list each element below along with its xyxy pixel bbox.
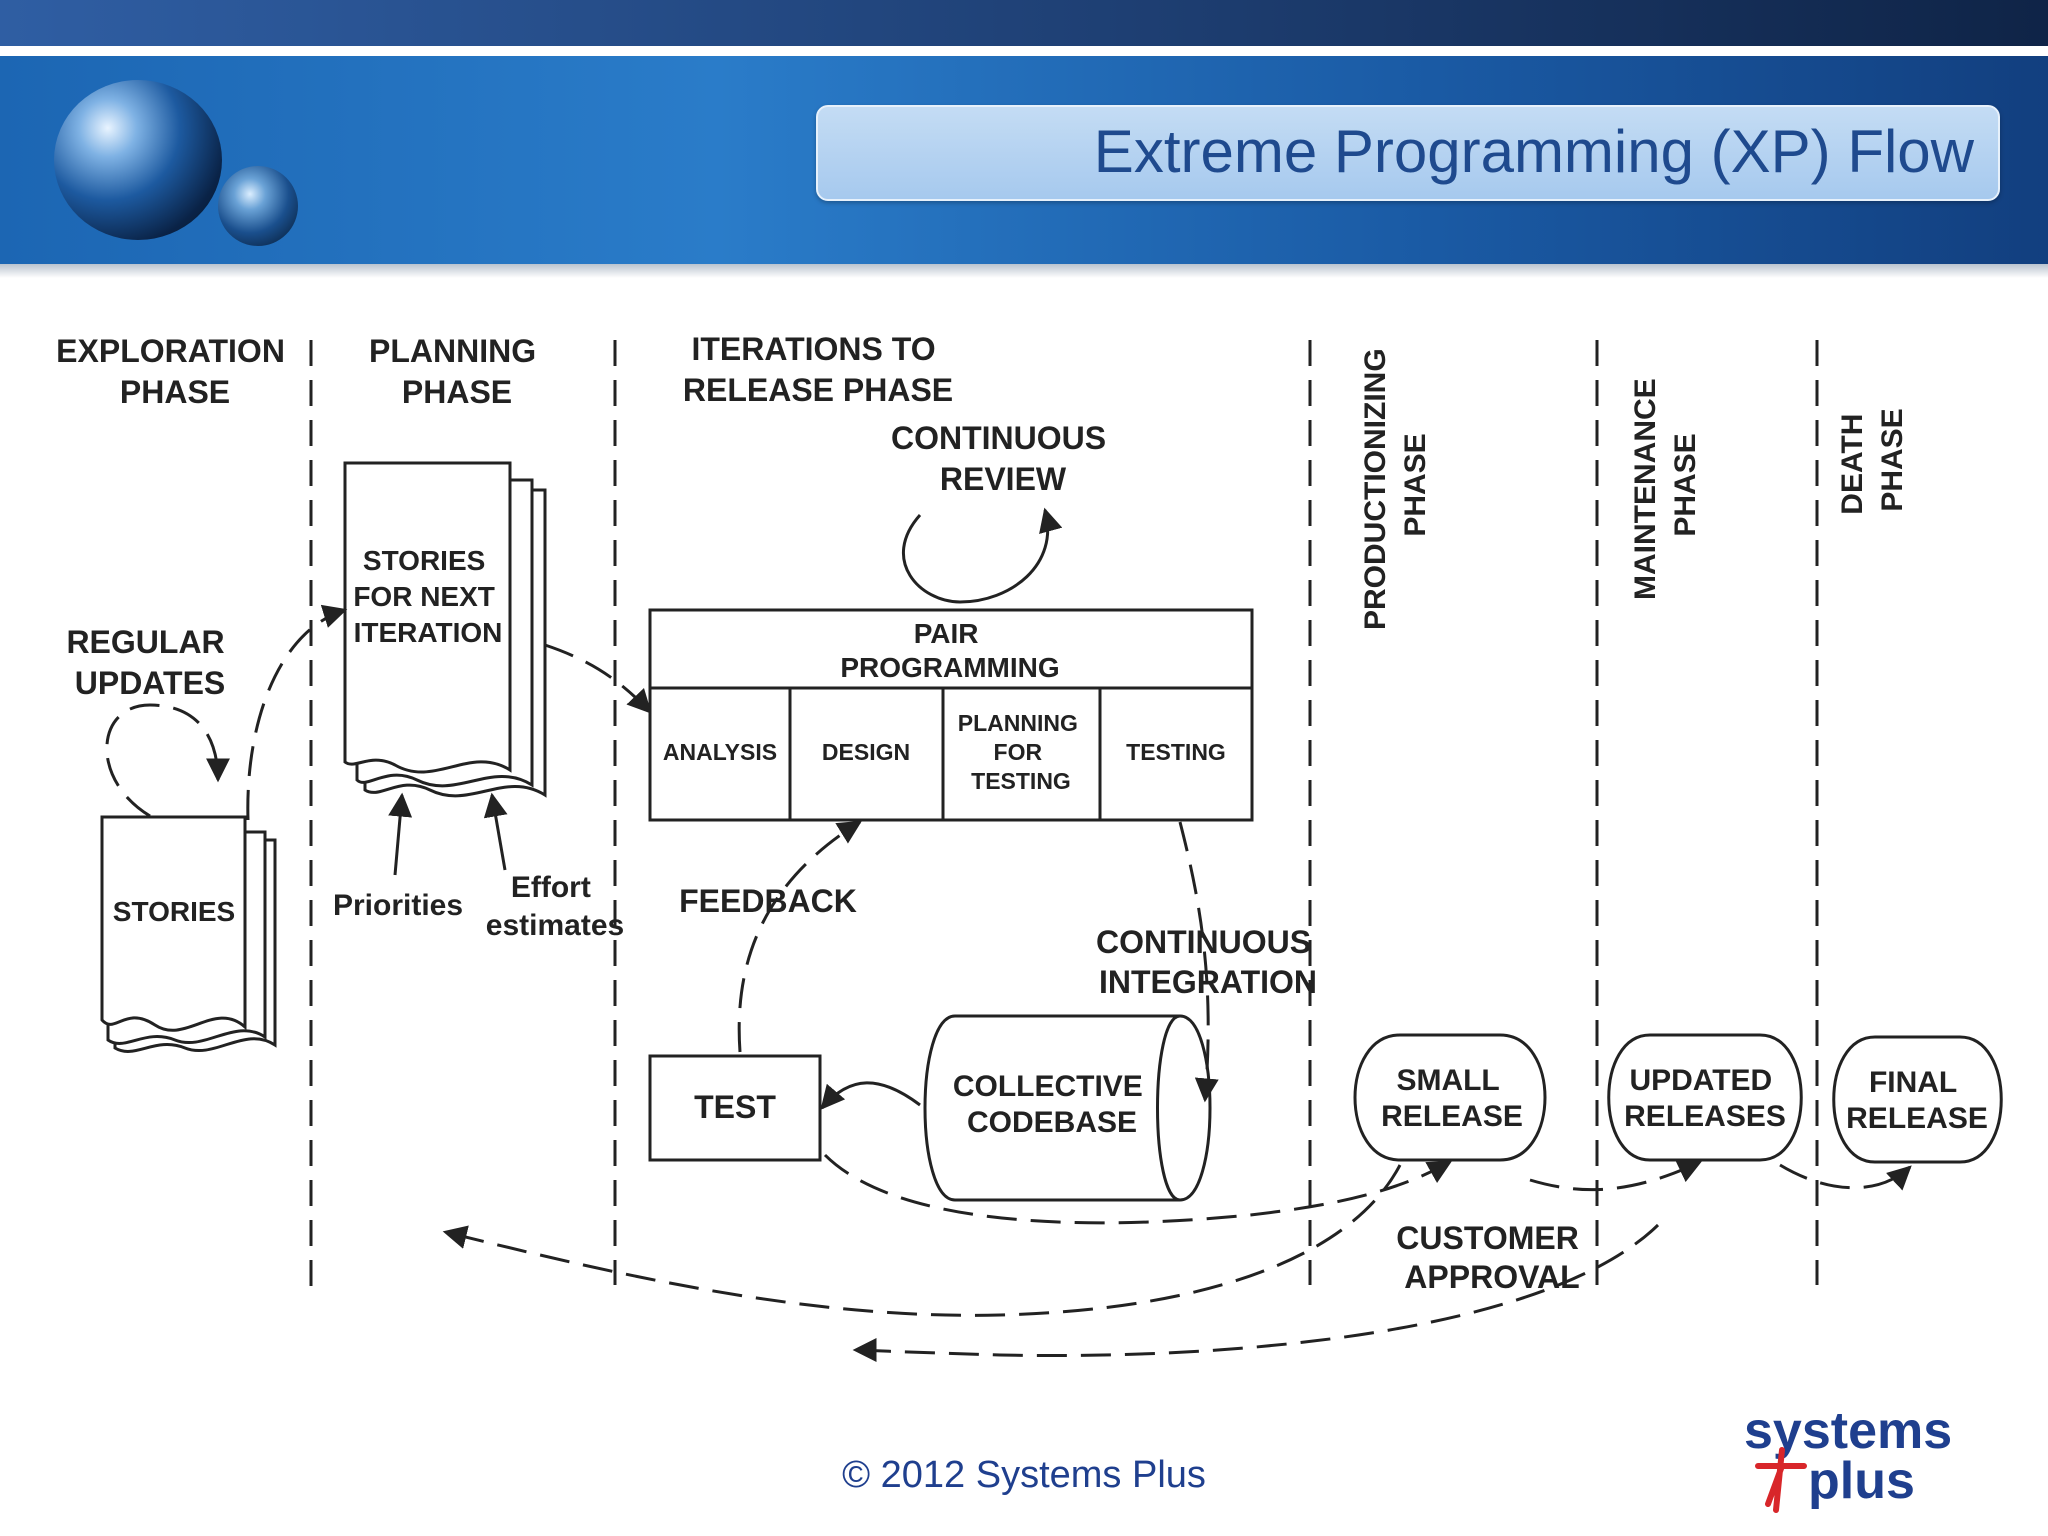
svg-text:systems: systems xyxy=(1744,1402,1952,1460)
planning-phase-label: PLANNING PHASE xyxy=(369,333,545,410)
priorities-arrow xyxy=(388,792,413,876)
priorities-label: Priorities xyxy=(333,889,463,922)
stories-next-label: STORIES FOR NEXT ITERATION xyxy=(353,545,502,648)
updated-releases-bubble xyxy=(1607,1033,1803,1162)
analysis-box xyxy=(648,686,792,822)
updated-releases-label: UPDATED RELEASES xyxy=(1624,1064,1786,1133)
stories-label: STORIES xyxy=(113,896,235,927)
globe-large-icon xyxy=(54,80,222,240)
xp-flow-diagram: EXPLORATION PHASE PLANNING PHASE ITERATI… xyxy=(56,331,2003,1363)
svg-text:plus: plus xyxy=(1808,1452,1915,1510)
pair-programming-box xyxy=(648,608,1254,690)
top-strip xyxy=(0,0,2048,46)
continuous-review-loop xyxy=(901,507,1063,604)
exploration-phase-label: EXPLORATION PHASE xyxy=(56,333,294,410)
divider-line xyxy=(0,46,2048,56)
stories-to-planning-arrow xyxy=(246,604,348,821)
regular-updates-loop xyxy=(105,703,230,818)
systems-plus-logo: systems plus xyxy=(1744,1402,1952,1513)
regular-updates-label: REGULAR UPDATES xyxy=(66,624,233,701)
continuous-integration-arrow xyxy=(1178,821,1219,1103)
productionizing-phase-label: PRODUCTIONIZING PHASE xyxy=(1359,340,1432,630)
small-release-bubble xyxy=(1353,1033,1547,1162)
slide-title: Extreme Programming (XP) Flow xyxy=(1093,118,1974,185)
codebase-cylinder-edge xyxy=(1156,1014,1181,1202)
effort-label: Effort estimates xyxy=(486,871,624,942)
design-label: DESIGN xyxy=(822,739,910,765)
continuous-integration-label: CONTINUOUS INTEGRATION xyxy=(1096,924,1320,1000)
collective-codebase-label: COLLECTIVE CODEBASE xyxy=(953,1070,1151,1139)
planning-to-iteration-arrow xyxy=(544,643,652,714)
continuous-review-label: CONTINUOUS REVIEW xyxy=(891,420,1115,497)
iterations-phase-label: ITERATIONS TO RELEASE PHASE xyxy=(683,331,953,408)
analysis-label: ANALYSIS xyxy=(663,739,777,765)
maintenance-phase-label: MAINTENANCE PHASE xyxy=(1629,370,1702,600)
pair-programming-label: PAIR PROGRAMMING xyxy=(840,618,1059,683)
globe-small-icon xyxy=(218,166,298,246)
copyright-footer: © 2012 Systems Plus xyxy=(842,1454,1206,1496)
death-phase-label: DEATH PHASE xyxy=(1836,405,1909,514)
small-to-updated-arrow xyxy=(1529,1160,1703,1192)
banner-shadow xyxy=(0,264,2048,278)
testing-box xyxy=(1098,686,1254,822)
planning-for-testing-label: PLANNING FOR TESTING xyxy=(958,710,1085,794)
codebase-to-test-arrow xyxy=(820,1081,921,1110)
feedback-arrow xyxy=(737,820,863,1053)
feedback-label: FEEDBACK xyxy=(679,883,857,919)
return-to-planning-arrow xyxy=(442,1164,1402,1317)
customer-approval-label: CUSTOMER APPROVAL xyxy=(1396,1220,1587,1295)
updated-to-final-arrow xyxy=(1779,1163,1912,1191)
test-label: TEST xyxy=(694,1089,776,1125)
small-release-label: SMALL RELEASE xyxy=(1381,1064,1523,1133)
final-release-bubble xyxy=(1832,1035,2003,1164)
effort-arrow xyxy=(483,792,508,871)
customer-approval-arrow xyxy=(852,1223,1660,1363)
planning-for-testing-box xyxy=(941,686,1102,822)
stories-next-document-stack xyxy=(343,461,547,798)
stories-document-stack xyxy=(100,815,277,1053)
testing-label: TESTING xyxy=(1126,739,1226,765)
test-box xyxy=(648,1054,822,1162)
title-box: Extreme Programming (XP) Flow xyxy=(816,105,2000,201)
final-release-label: FINAL RELEASE xyxy=(1846,1066,1988,1135)
